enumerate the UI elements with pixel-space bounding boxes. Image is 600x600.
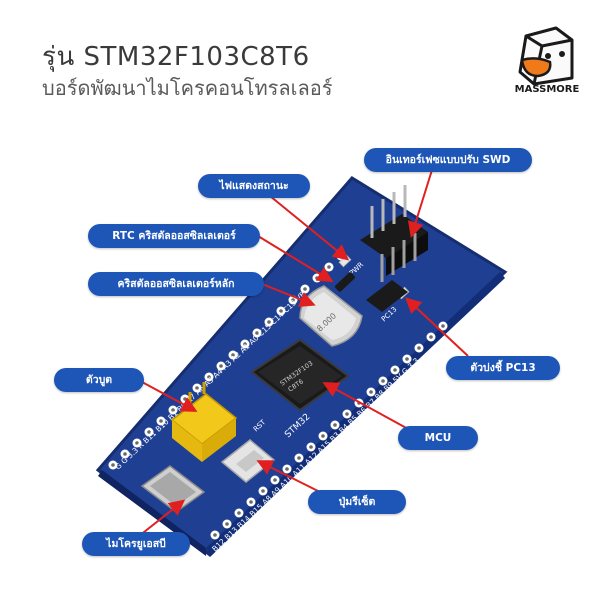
page-subtitle: บอร์ดพัฒนาไมโครคอนโทรลเลอร์ <box>42 76 333 100</box>
page-title: รุ่น STM32F103C8T6 <box>42 42 310 72</box>
label-swd-interface: อินเทอร์เฟซแบบปรับ SWD <box>364 148 532 172</box>
brand-name: MASSMORE <box>514 84 580 95</box>
label-main-crystal: คริสตัลออสซิลเลเตอร์หลัก <box>88 272 264 296</box>
label-status-led: ไฟแสดงสถานะ <box>198 174 310 198</box>
reset-button <box>220 439 276 483</box>
label-micro-usb: ไมโครยูเอสบี <box>82 532 190 556</box>
label-rtc-crystal: RTC คริสตัลออสซิลเลเตอร์ <box>88 224 260 248</box>
label-boot: ตัวบูต <box>54 368 144 392</box>
label-pc13-indicator: ตัวบ่งชี้ PC13 <box>446 356 560 380</box>
bottom-pin-row <box>108 251 346 470</box>
massmore-logo <box>518 26 574 86</box>
micro-usb-port <box>140 465 206 513</box>
annotation-arrows <box>133 169 469 541</box>
label-reset-button: ปุ่มรีเซ็ต <box>308 490 406 514</box>
top-pin-row <box>210 321 448 540</box>
rtc-crystal <box>335 272 355 292</box>
voltage-regulator <box>366 280 408 312</box>
label-mcu: MCU <box>398 426 478 450</box>
